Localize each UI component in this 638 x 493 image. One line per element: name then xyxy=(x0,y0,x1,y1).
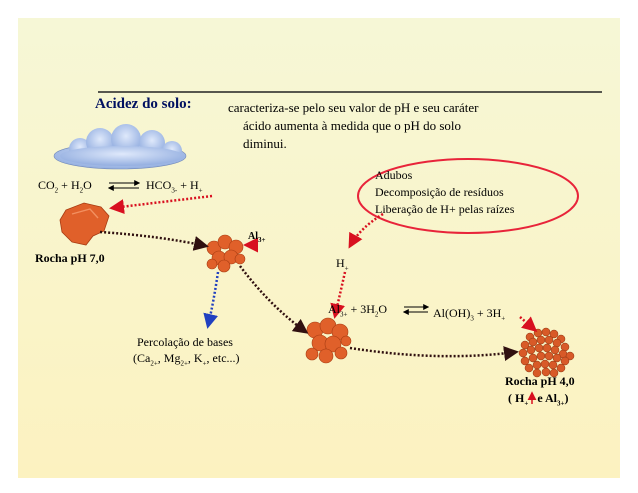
dark-arrow-left-to-middle xyxy=(99,230,209,251)
title-desc-line3: diminui. xyxy=(243,136,287,151)
leaching-line1: Percolação de bases xyxy=(137,335,233,349)
rock-left-label: Rocha pH 7,0 xyxy=(35,251,105,265)
right-equilibrium-arrows xyxy=(402,304,430,315)
source-liberacao: Liberação de H+ pelas raízes xyxy=(375,202,515,216)
source-decomposicao: Decomposição de resíduos xyxy=(375,185,504,199)
background-panel xyxy=(18,18,620,478)
rock-middle-icon xyxy=(206,234,246,273)
right-equation-reactants: Al3+ + 3H2O xyxy=(328,302,388,319)
left-equation-reactants: CO2 + H2O xyxy=(38,178,92,195)
dark-arrow-middle-to-lower xyxy=(239,265,309,334)
sources-ellipse xyxy=(357,158,579,234)
dark-arrow-lower-to-right xyxy=(349,346,519,361)
red-arrow-to-left-rock xyxy=(109,194,213,215)
red-arrow-h-to-lower-rock xyxy=(330,271,347,319)
title-label: Acidez do solo: xyxy=(95,96,192,112)
rock-right-icon xyxy=(518,327,575,378)
cloud-icon xyxy=(53,124,187,170)
right-equation-products: Al(OH)3 + 3H+ xyxy=(433,306,506,323)
rock-right-label: Rocha pH 4,0 xyxy=(505,374,575,388)
h-plus-label: H+ xyxy=(336,256,349,273)
red-arrow-sources-to-h xyxy=(348,212,384,249)
left-equilibrium-arrows xyxy=(107,180,141,191)
blue-arrow-leaching xyxy=(203,271,220,329)
left-equation-products: HCO3- + H+ xyxy=(146,178,203,195)
rock-left-icon xyxy=(59,202,110,246)
title-desc-line2: ácido aumenta à medida que o pH do solo xyxy=(243,118,462,133)
red-arrow-3h-to-right-rock xyxy=(519,316,538,332)
rock-right-ions: ( H+ e Al3+) xyxy=(508,391,569,408)
rock-lower-icon xyxy=(305,317,352,364)
title-desc-line1: caracteriza-se pelo seu valor de pH e se… xyxy=(228,100,479,115)
leaching-line2: (Ca2+, Mg2+, K+, etc...) xyxy=(133,351,240,368)
source-adubos: Adubos xyxy=(375,168,413,182)
al-badge: Al3+ xyxy=(248,231,266,244)
